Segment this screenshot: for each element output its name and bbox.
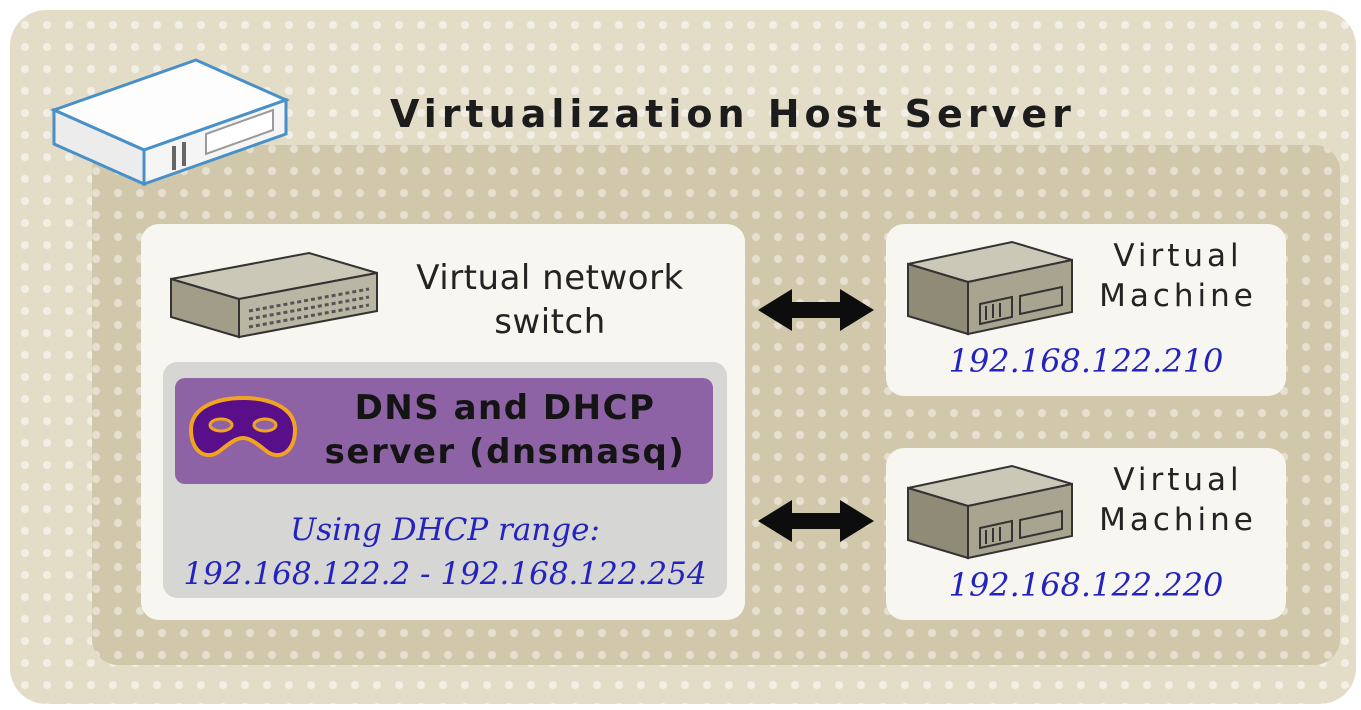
dnsmasq-mask-icon [188, 395, 298, 458]
dns-dhcp-label: DNS and DHCP server (dnsmasq) [324, 388, 686, 472]
virtual-machine-card: Virtual Machine 192.168.122.210 [886, 224, 1286, 396]
diagram-title: Virtualization Host Server [390, 92, 1076, 136]
network-switch-label: Virtual network switch [416, 258, 684, 342]
bidirectional-arrow-icon [758, 500, 874, 542]
vm-ip-address: 192.168.122.220 [948, 566, 1224, 604]
network-switch-icon [170, 251, 378, 339]
vm-ip-address: 192.168.122.210 [948, 342, 1224, 380]
virtual-machine-card: Virtual Machine 192.168.122.220 [886, 448, 1286, 620]
virtual-machine-icon [907, 240, 1073, 336]
virtual-machine-label: Virtual Machine [1099, 238, 1257, 314]
virtual-machine-label: Virtual Machine [1099, 462, 1257, 538]
virtual-machine-icon [907, 464, 1073, 560]
host-server-icon [49, 58, 291, 187]
bidirectional-arrow-icon [758, 289, 874, 331]
dhcp-range-label: Using DHCP range: 192.168.122.2 - 192.16… [183, 512, 707, 592]
